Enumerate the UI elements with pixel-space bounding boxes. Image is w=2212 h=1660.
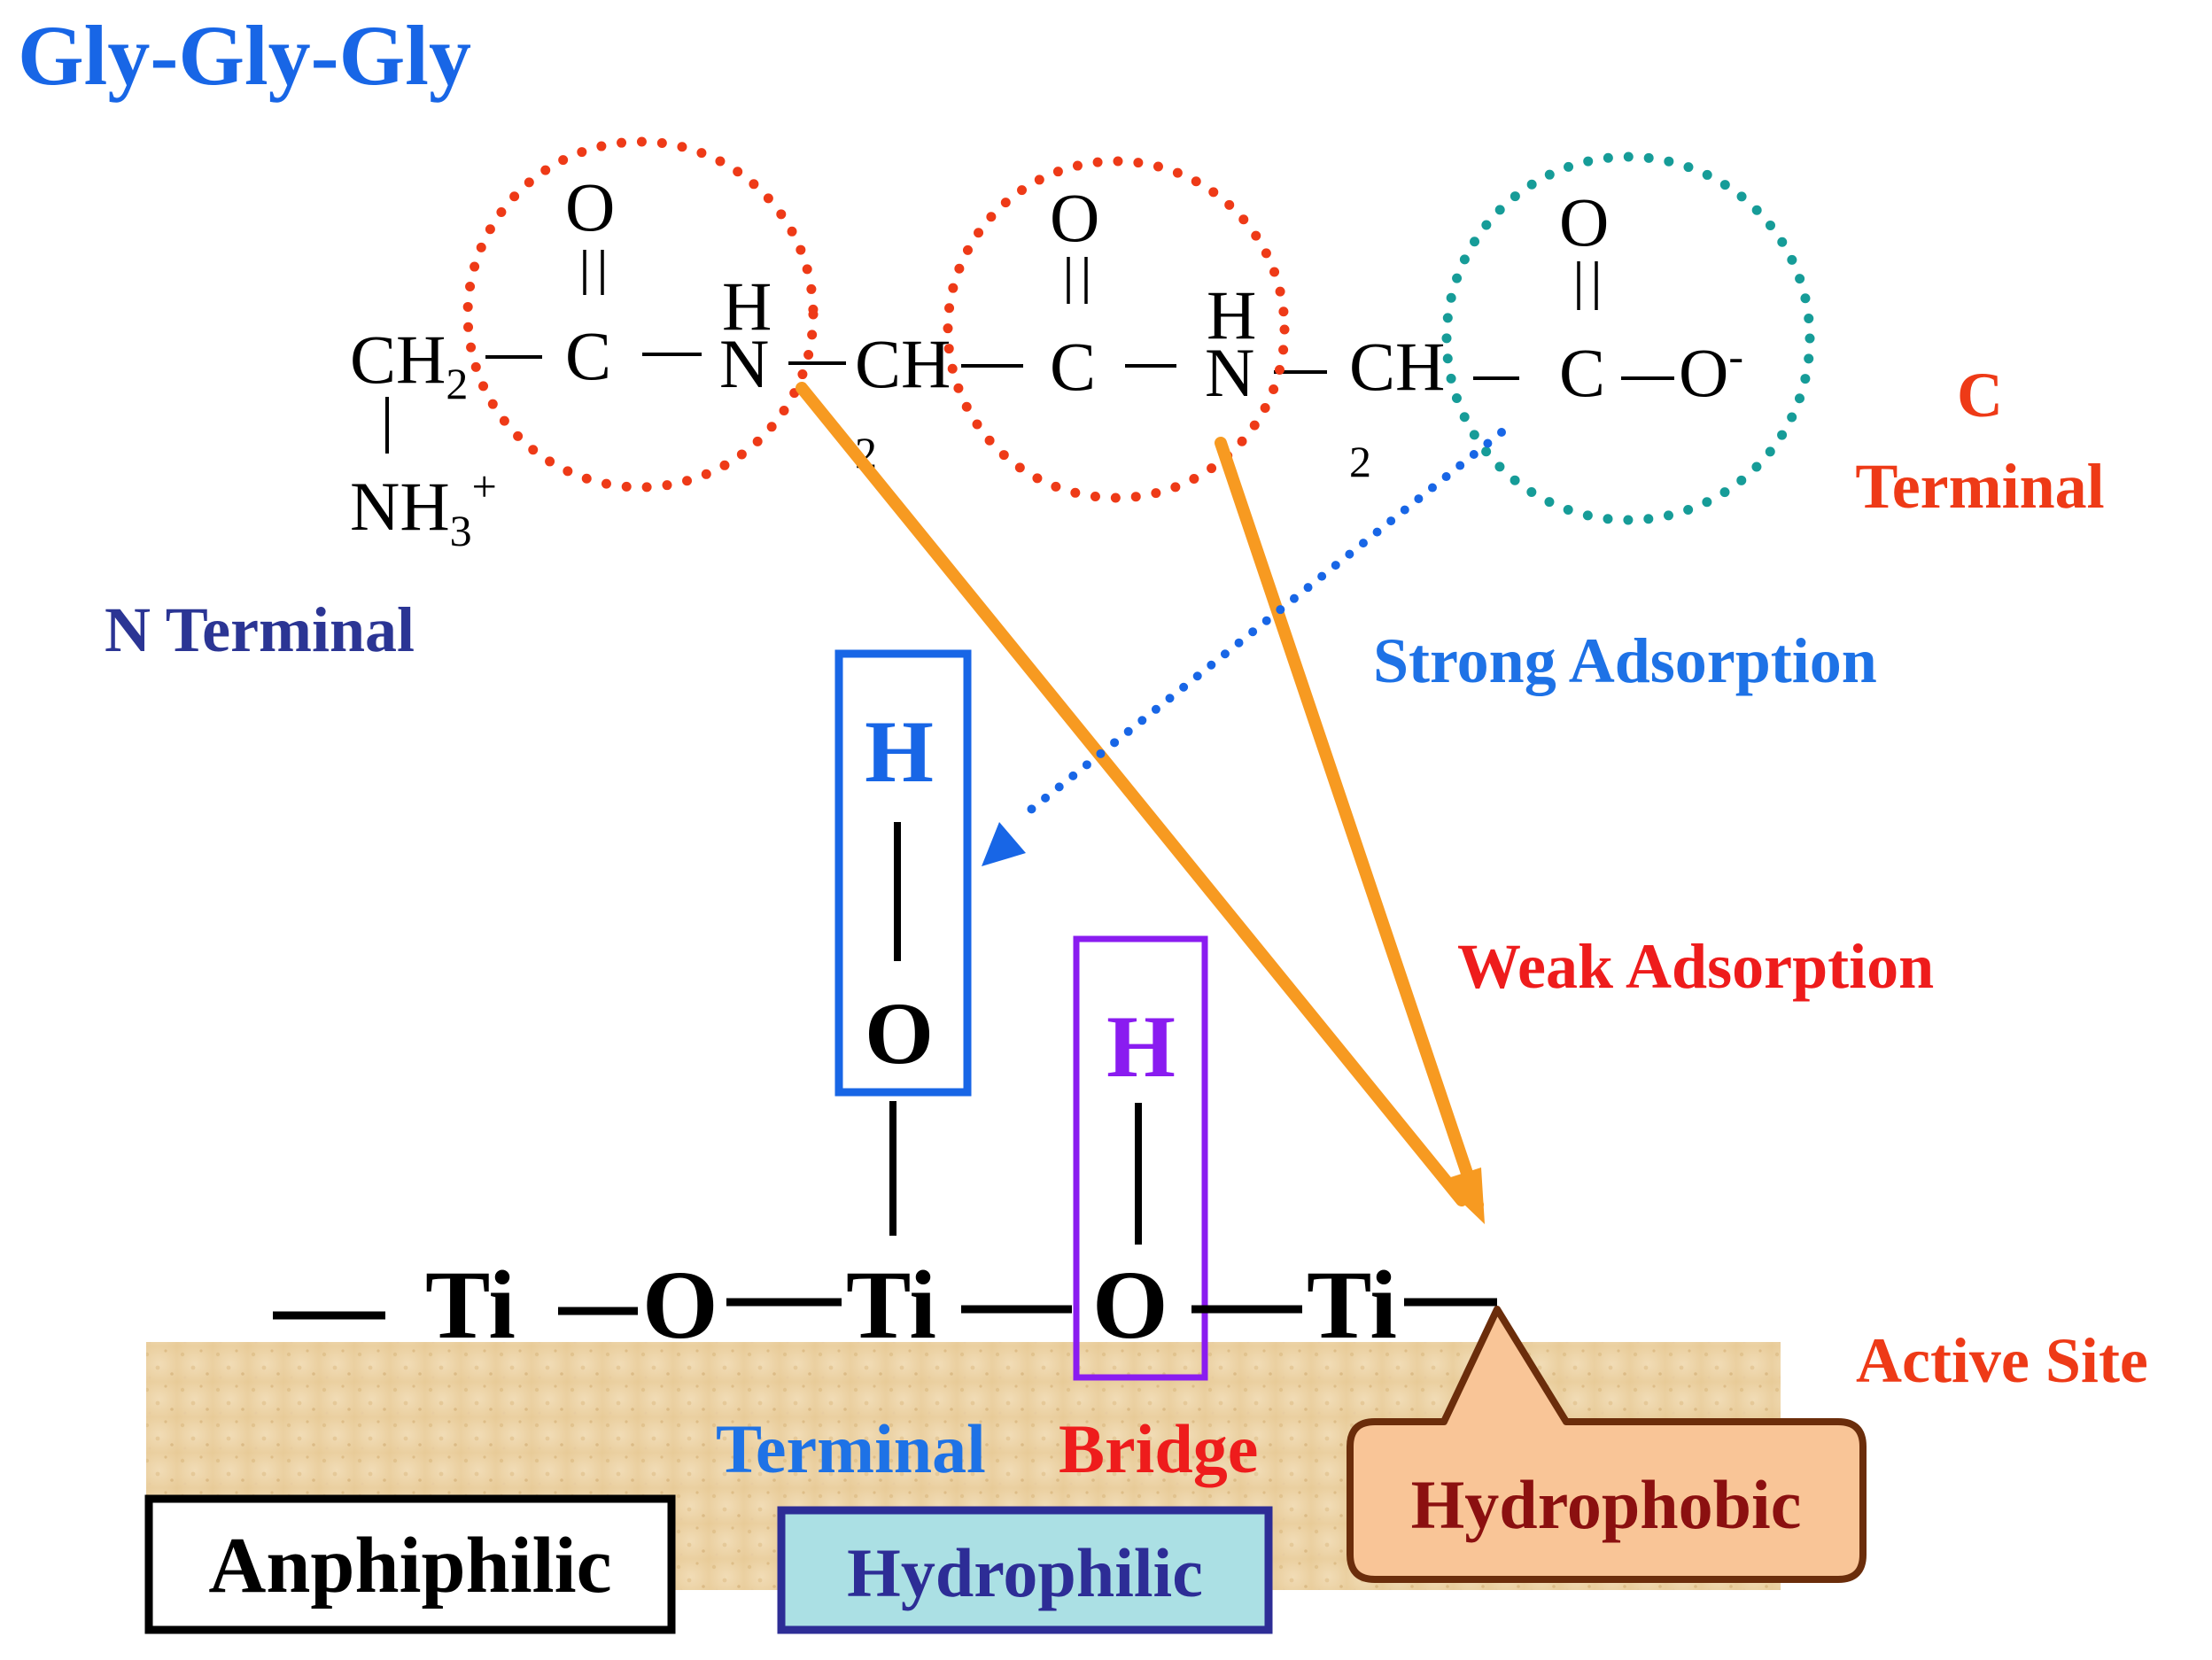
bridge-label: Bridge bbox=[1059, 1410, 1258, 1487]
atom-ch-mid: CH bbox=[855, 325, 951, 402]
terminal-label: Terminal bbox=[716, 1410, 986, 1487]
weak-adsorption-arrows bbox=[796, 382, 1485, 1224]
bridge-hydroxyl-box bbox=[1073, 935, 1208, 1381]
c-terminal-label-line1: C bbox=[1957, 360, 2003, 431]
page-title: Gly-Gly-Gly bbox=[18, 8, 471, 103]
amide-group-2-circle bbox=[943, 156, 1290, 503]
strong-adsorption-label: Strong Adsorption bbox=[1373, 625, 1877, 696]
strong-arrowhead bbox=[982, 822, 1026, 866]
atom-h2: H bbox=[1207, 276, 1256, 353]
terminal-hydroxyl-box bbox=[834, 649, 972, 1097]
c-terminal-label-line2: Terminal bbox=[1855, 451, 2104, 522]
atom-c2: C bbox=[1050, 328, 1096, 405]
weak-arrowhead bbox=[1440, 1167, 1485, 1224]
hydrophobic-callout: Hydrophobic bbox=[1347, 1306, 1867, 1583]
bridge-o: O bbox=[1092, 1251, 1168, 1359]
atom-h1: H bbox=[722, 268, 772, 345]
active-site-label: Active Site bbox=[1856, 1325, 2148, 1396]
anphiphilic-box bbox=[144, 1494, 676, 1634]
ti-o-chain: Ti O Ti O Ti bbox=[273, 1251, 1497, 1359]
hydrophobic-label: Hydrophobic bbox=[1411, 1466, 1802, 1543]
atom-n1: N bbox=[719, 325, 769, 402]
carboxylate-group-circle bbox=[1441, 151, 1815, 525]
bridge-h: H bbox=[1106, 997, 1176, 1096]
terminal-o: O bbox=[865, 984, 934, 1082]
ti-2: Ti bbox=[846, 1251, 936, 1359]
weak-adsorption-label: Weak Adsorption bbox=[1457, 931, 1934, 1002]
atom-n2: N bbox=[1205, 334, 1254, 411]
terminal-h: H bbox=[865, 702, 934, 801]
atom-ch-right-sub: 2 bbox=[1349, 437, 1371, 486]
n-terminal-label: N Terminal bbox=[105, 594, 415, 665]
ti-3: Ti bbox=[1307, 1251, 1397, 1359]
anphiphilic-label: Anphiphilic bbox=[208, 1522, 611, 1610]
hydrophilic-label: Hydrophilic bbox=[847, 1534, 1203, 1611]
atom-o3-right: O- bbox=[1679, 331, 1743, 411]
weak-arrow-2 bbox=[1215, 437, 1484, 1211]
atom-o1: O bbox=[565, 168, 615, 245]
weak-arrow-1 bbox=[796, 382, 1468, 1206]
amide-group-1-circle bbox=[462, 136, 819, 493]
atom-o3-top: O bbox=[1559, 183, 1609, 260]
atom-nh3: NH3+ bbox=[350, 462, 497, 555]
strong-adsorption-arrow bbox=[982, 428, 1506, 866]
ti-1: Ti bbox=[425, 1251, 516, 1359]
gly-gly-gly-molecule: CH2 NH3+ C O H N CH 2 C O H N CH 2 C bbox=[350, 168, 1743, 555]
atom-ch-right: CH bbox=[1349, 328, 1445, 405]
atom-ch2-left: CH2 bbox=[350, 321, 468, 408]
o-1: O bbox=[642, 1251, 718, 1359]
atom-c3: C bbox=[1559, 334, 1605, 411]
hydrophilic-box bbox=[777, 1506, 1273, 1634]
atom-o2: O bbox=[1050, 179, 1099, 256]
atom-c1: C bbox=[565, 317, 611, 394]
